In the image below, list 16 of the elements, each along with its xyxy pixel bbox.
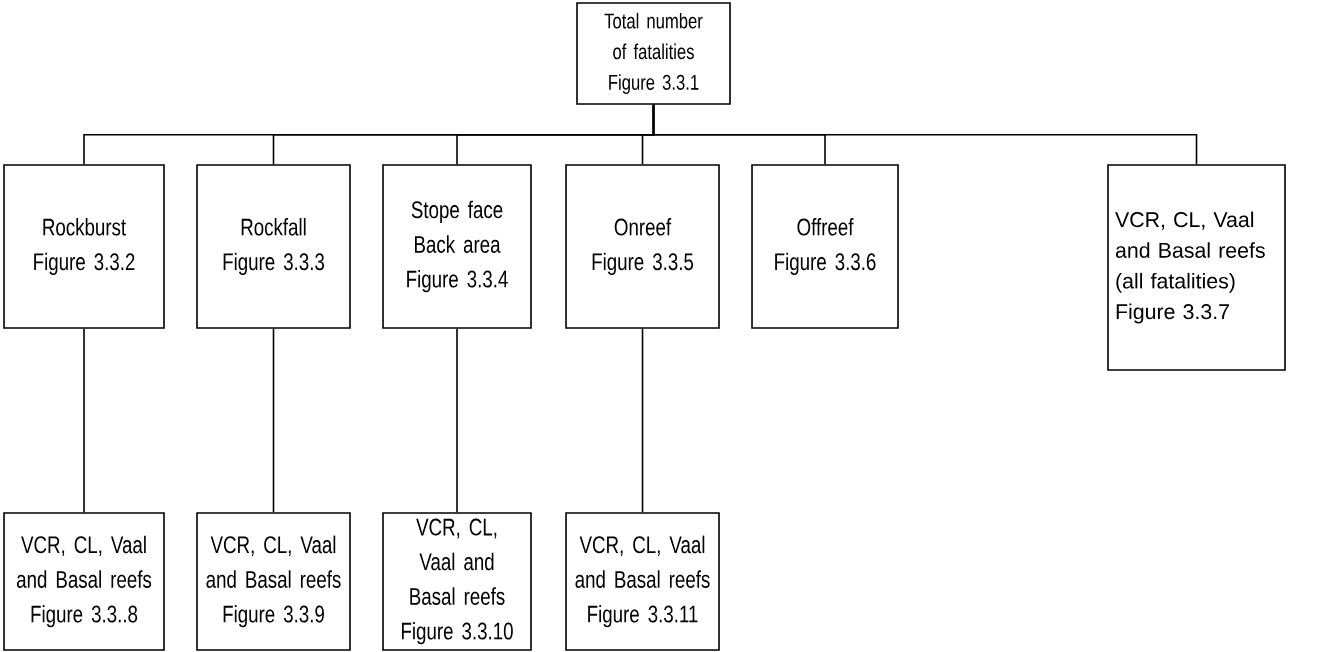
connector-line xyxy=(456,328,458,513)
connector-line xyxy=(272,328,275,513)
hierarchy-box: VCR, CL, Vaal and Basal reefs Figure 3.3..8 xyxy=(3,512,165,651)
hierarchy-box: VCR, CL, Vaal and Basal reefs Figure 3.3.11 xyxy=(565,512,720,651)
hierarchy-box: Rockburst Figure 3.3.2 xyxy=(3,164,165,329)
hierarchy-box: Rockfall Figure 3.3.3 xyxy=(196,164,351,329)
hierarchy-box: VCR, CL, Vaal and Basal reefs (all fatalities) Figure 3.3.7 xyxy=(1107,164,1286,371)
hierarchy-box: Onreef Figure 3.3.5 xyxy=(565,164,720,329)
hierarchy-box: Total number of fatalities Figure 3.3.1 xyxy=(576,2,731,105)
hierarchy-box: Stope face Back area Figure 3.3.4 xyxy=(382,164,532,329)
connector-line xyxy=(641,328,644,513)
connector-line xyxy=(83,328,85,513)
hierarchy-box: VCR, CL, Vaal and Basal reefs Figure 3.3.9 xyxy=(196,512,351,651)
hierarchy-box: VCR, CL, Vaal and Basal reefs Figure 3.3.10 xyxy=(382,512,532,651)
connector-line xyxy=(652,104,1198,165)
hierarchy-box: Offreef Figure 3.3.6 xyxy=(751,164,899,329)
